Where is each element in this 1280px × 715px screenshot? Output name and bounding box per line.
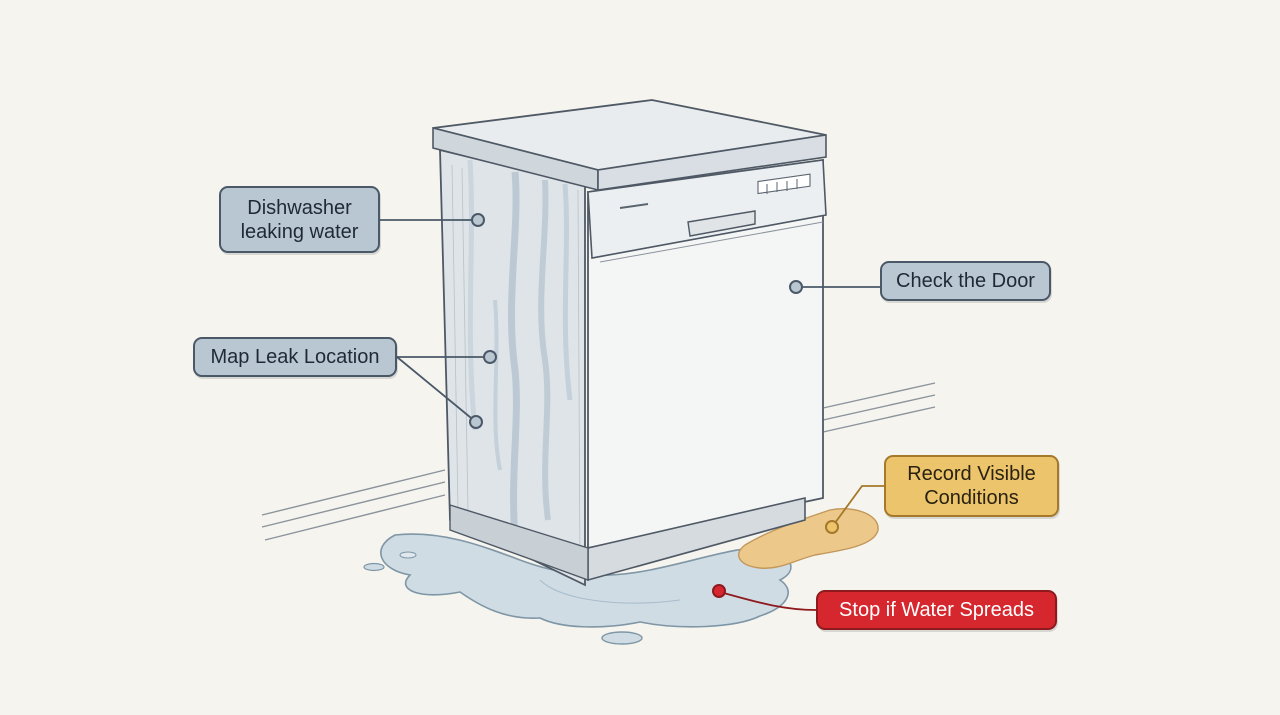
callout-check-door: Check the Door — [880, 261, 1051, 301]
baseboard — [261, 382, 936, 541]
callout-dishwasher-leaking: Dishwasher leaking water — [219, 186, 380, 253]
discolored-water — [738, 508, 879, 569]
countertop — [432, 99, 827, 192]
leader-lines — [380, 219, 884, 611]
anchor-dots — [469, 213, 839, 598]
callout-stop-water-spreads: Stop if Water Spreads — [816, 590, 1057, 630]
callout-leaking-line2: leaking water — [240, 220, 359, 243]
anchor-record-dot — [825, 520, 839, 534]
door-handle-icon — [687, 210, 756, 237]
anchor-door-dot — [789, 280, 803, 294]
callout-map-text: Map Leak Location — [210, 346, 380, 368]
dishwasher-side-panel — [439, 148, 586, 587]
anchor-map-dot-upper — [483, 350, 497, 364]
callout-record-line2: Conditions — [924, 487, 1019, 509]
callout-leaking-line1: Dishwasher — [247, 196, 352, 219]
callout-map-leak-location: Map Leak Location — [193, 337, 397, 377]
callout-door-text: Check the Door — [896, 270, 1035, 292]
callout-record-line1: Record Visible — [907, 463, 1036, 485]
callout-record-conditions: Record Visible Conditions — [884, 455, 1059, 517]
anchor-map-dot-lower — [469, 415, 483, 429]
anchor-leak-dot — [471, 213, 485, 227]
dishwasher-front — [449, 158, 827, 582]
control-buttons-icon — [757, 173, 811, 195]
anchor-stop-dot — [712, 584, 726, 598]
callout-stop-text: Stop if Water Spreads — [839, 599, 1034, 621]
